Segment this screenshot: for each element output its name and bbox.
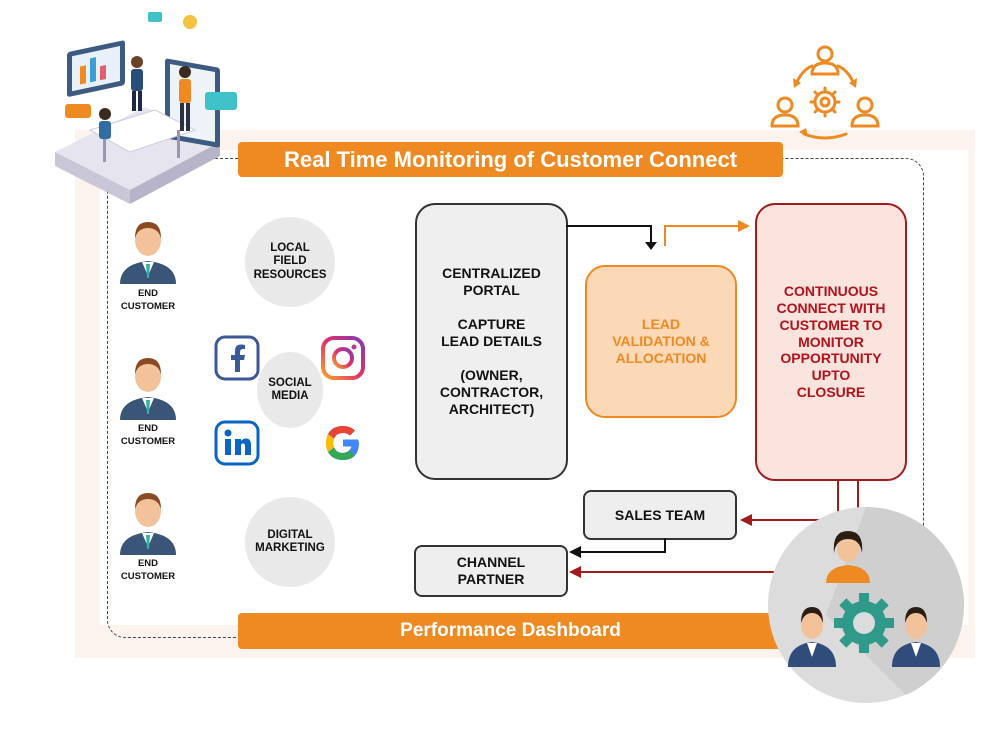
facebook-icon <box>214 335 260 381</box>
performance-dashboard-banner: Performance Dashboard <box>238 613 783 649</box>
local-field-resources-circle: LOCAL FIELD RESOURCES <box>245 217 335 307</box>
end-customer-label-2: END CUSTOMER <box>120 423 176 448</box>
channel-partner-box: CHANNEL PARTNER <box>414 545 568 597</box>
title-banner: Real Time Monitoring of Customer Connect <box>238 142 783 177</box>
lead-validation-box: LEAD VALIDATION & ALLOCATION <box>585 265 737 418</box>
end-customer-label-1: END CUSTOMER <box>120 288 176 313</box>
digital-marketing-circle: DIGITAL MARKETING <box>245 497 335 587</box>
centralized-portal-box: CENTRALIZED PORTAL CAPTURE LEAD DETAILS … <box>415 203 568 480</box>
google-icon <box>326 426 359 460</box>
team-cycle-icon <box>770 45 880 140</box>
end-customer-label-3: END CUSTOMER <box>120 558 176 583</box>
end-customer-avatar-1 <box>120 222 176 284</box>
office-team-illustration <box>55 12 237 204</box>
sales-team-box: SALES TEAM <box>583 490 737 540</box>
end-customer-avatar-2 <box>120 358 176 420</box>
instagram-icon <box>321 336 365 380</box>
social-media-circle: SOCIAL MEDIA <box>257 352 323 428</box>
linkedin-icon <box>214 420 260 466</box>
continuous-connect-box: CONTINUOUS CONNECT WITH CUSTOMER TO MONI… <box>755 203 907 481</box>
team-gear-circle <box>768 507 965 703</box>
end-customer-avatar-3 <box>120 493 176 555</box>
